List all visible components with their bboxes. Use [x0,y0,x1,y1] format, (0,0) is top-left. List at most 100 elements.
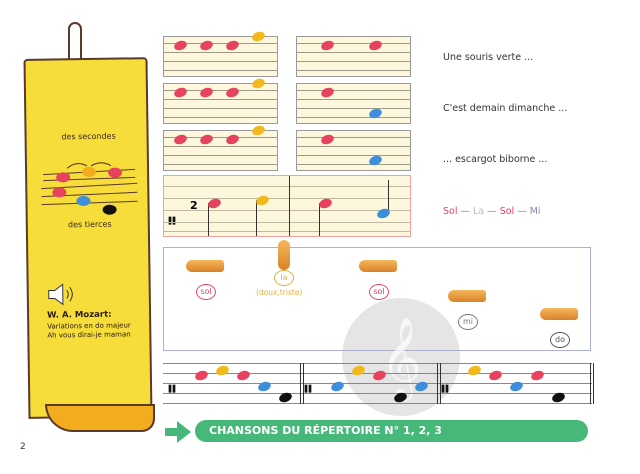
syllable-annotation: (doux,triste) [256,288,303,297]
note-sol [235,369,252,382]
hand-sign-do-icon [540,308,578,320]
staff-line [164,164,277,165]
exercise-staff-left [163,124,278,171]
staff-line [164,222,410,223]
staff-line [297,137,410,138]
note-name-mi: Mi [529,206,541,217]
staff-line [297,61,410,62]
staff-line [164,231,410,232]
note-sol [172,133,189,146]
note-sol [487,369,504,382]
note-sol [198,133,215,146]
syllable-do: do [550,332,570,348]
note-sol [319,133,336,146]
tierces-label: des tierces [67,219,112,230]
note-sol [224,39,241,52]
melody-note-names: Sol — La — Sol — Mi [443,206,541,217]
double-bar-line [590,363,591,404]
note-stem [388,180,389,213]
staff-line [297,43,410,44]
note-la [250,124,267,137]
speaker-icon[interactable] [47,282,77,306]
note-sol [224,133,241,146]
syllable-sol: sol [369,284,389,300]
staff-line [297,52,410,53]
staff-line [297,164,410,165]
exercise-staff-right [296,130,411,171]
note-name-la: La [473,206,485,217]
time-signature: 2 [190,199,198,212]
hand-sign-sol-icon [359,260,397,272]
staff-line [297,90,410,91]
staff-line [297,99,410,100]
arrow-right-icon [165,421,191,443]
note-name-sol: Sol [499,206,515,217]
note-stem [256,200,257,236]
separator: — [484,206,500,217]
exercise-staff-left [163,30,278,77]
note-sol [319,86,336,99]
page-number: 2 [20,442,26,452]
percussion-clef-icon: 𝄥 [442,377,448,401]
bar-line [289,176,290,236]
thirds-illustration [41,182,138,215]
note-sol [172,39,189,52]
separator: — [514,206,530,217]
note-mi [256,380,273,393]
exercise-staff-right [296,36,411,77]
double-bar-line [593,363,594,404]
lyric-2: C'est demain dimanche ... [443,103,568,114]
hand-sign-sol-icon [186,260,224,272]
percussion-clef-icon: 𝄥 [305,377,311,401]
staff-line [163,403,592,404]
syllable-sol: sol [196,284,216,300]
note-la [250,77,267,90]
note-la [254,194,271,207]
note-la [214,363,231,377]
double-bar-line [303,363,304,404]
staff-line [297,117,410,118]
staff-line [297,70,410,71]
note-sol [319,39,336,52]
note-sol [224,86,241,99]
staff-line [297,155,410,156]
bookmark-curl [45,404,155,432]
note-stem [208,203,209,236]
staff-line [163,363,592,364]
staff-line [163,383,592,384]
work-title-2: Ah vous dirai-je maman [47,330,131,340]
melody-staff: 𝄥 2 [163,175,411,237]
note-la [350,363,367,377]
note-sol [193,369,210,382]
lyric-1: Une souris verte ... [443,52,534,63]
exercise-staff-right [296,83,411,124]
bottom-staff: 𝄥𝄥𝄥 [163,361,594,405]
note-sol [172,86,189,99]
syllable-mi: mi [458,314,478,330]
seconds-illustration [43,162,136,183]
staff-line [164,137,277,138]
lyric-3: ... escargot biborne ... [443,154,548,165]
secondes-label: des secondes [61,131,116,142]
note-sol [198,39,215,52]
note-la [250,30,267,43]
staff-line [164,186,410,187]
staff-line [164,52,277,53]
staff-line [164,99,277,100]
syllable-la: la [274,270,294,286]
double-bar-line [300,363,301,404]
staff-line [297,146,410,147]
bookmark: des secondes des tierces W. A. Mozart: V… [23,57,153,419]
note-sol [371,369,388,382]
note-mi [508,380,525,393]
hand-signs-box: sol la (doux,triste) sol mi do [163,240,591,351]
note-stem [319,203,320,236]
staff-line [164,155,277,156]
separator: — [457,206,474,217]
staff-line [164,90,277,91]
repertoire-banner: CHANSONS DU RÉPERTOIRE N° 1, 2, 3 [195,420,588,442]
composer: W. A. Mozart: [47,309,112,321]
double-bar-line [437,363,438,404]
note-la [466,363,483,377]
hand-sign-mi-icon [448,290,486,302]
